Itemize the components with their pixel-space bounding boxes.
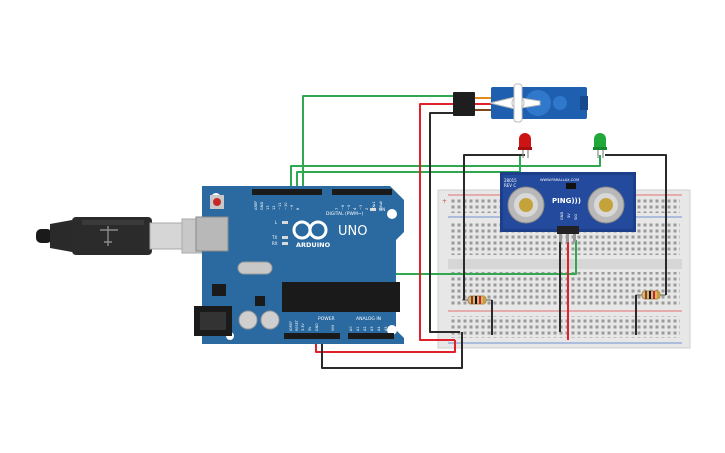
sensor-rev: REV C bbox=[504, 183, 516, 188]
led-red[interactable] bbox=[518, 133, 532, 158]
led-tx-label: TX bbox=[271, 235, 277, 240]
pin-gnd-power: GND bbox=[315, 323, 319, 331]
pin-4: 4 bbox=[353, 207, 357, 210]
pin-tx: TX▸1 bbox=[372, 201, 376, 211]
sensor-pin-5v: 5V bbox=[567, 213, 571, 218]
pin-rx: RX◂0 bbox=[379, 200, 383, 210]
pin-5v: 5V bbox=[308, 326, 312, 331]
wire-green-servo[interactable] bbox=[302, 95, 454, 195]
digital-header-label: DIGITAL (PWM~) bbox=[326, 211, 364, 217]
pin-8: 8 bbox=[296, 207, 300, 210]
pin-aref: AREF bbox=[254, 201, 258, 210]
arduino-uno[interactable]: ARDUINO UNO L TX RX ON DIGITAL (PWM~) PO… bbox=[194, 186, 404, 344]
pin-a2: A2 bbox=[363, 327, 367, 331]
resistor-right[interactable] bbox=[636, 290, 666, 300]
wire-black-servo[interactable] bbox=[429, 112, 460, 333]
pin-reset: RESET bbox=[295, 319, 299, 331]
pin-10: ~10 bbox=[284, 202, 288, 210]
pin-7: 7 bbox=[335, 208, 339, 210]
pin-11: ~11 bbox=[278, 202, 282, 210]
pin-vin: VIN bbox=[331, 325, 335, 331]
wire-black-led-green[interactable] bbox=[605, 154, 667, 295]
pin-a0: A0 bbox=[349, 327, 353, 331]
pin-12: 12 bbox=[272, 205, 276, 210]
sensor-model: 28015 bbox=[504, 178, 517, 183]
power-header-label: POWER bbox=[318, 316, 335, 322]
sensor-pin-sig: SIG bbox=[574, 214, 578, 220]
resistor-left[interactable] bbox=[462, 295, 492, 305]
wire-black-gnd[interactable] bbox=[321, 332, 463, 369]
pin-5: ~5 bbox=[347, 205, 351, 210]
wire-green-led[interactable] bbox=[296, 155, 521, 195]
arduino-brand: ARDUINO bbox=[296, 241, 331, 249]
pin-a3: A3 bbox=[370, 327, 374, 331]
pin-9: ~9 bbox=[290, 204, 294, 210]
wire-green-servo-signal[interactable] bbox=[290, 155, 601, 195]
pin-a4: A4 bbox=[377, 327, 381, 331]
sensor-label: PING))) bbox=[552, 197, 581, 205]
wire-red-servo[interactable] bbox=[419, 103, 455, 341]
pin-gnd: GND bbox=[260, 202, 264, 210]
sensor-url: WWW.PARALLAX.COM bbox=[540, 178, 579, 182]
pin-a1: A1 bbox=[356, 327, 360, 331]
wire-black-led-red[interactable] bbox=[463, 154, 525, 300]
arduino-model: UNO bbox=[338, 224, 367, 239]
pin-2: 2 bbox=[365, 208, 369, 210]
pin-3: ~3 bbox=[359, 205, 363, 210]
servo-motor[interactable] bbox=[453, 83, 588, 123]
infinity-logo-icon bbox=[292, 220, 328, 240]
pin-3v3: 3.3V bbox=[301, 323, 305, 331]
pin-a5: A5 bbox=[384, 327, 388, 331]
pin-13: 13 bbox=[266, 205, 270, 210]
pin-6: ~6 bbox=[341, 204, 345, 210]
analog-header-label: ANALOG IN bbox=[356, 316, 381, 322]
usb-cable-icon bbox=[36, 217, 203, 255]
led-green[interactable] bbox=[593, 133, 607, 158]
led-on-label: ON bbox=[379, 207, 385, 212]
reset-button-icon[interactable] bbox=[210, 195, 224, 209]
svg-text:+: + bbox=[442, 198, 447, 205]
pin-ioref: IOREF bbox=[289, 321, 293, 331]
led-l-label: L bbox=[275, 220, 278, 225]
ping-sensor[interactable]: 28015 REV C WWW.PARALLAX.COM PING))) GND… bbox=[500, 172, 636, 242]
sensor-pin-gnd: GND bbox=[560, 212, 564, 220]
led-rx-label: RX bbox=[272, 241, 278, 246]
